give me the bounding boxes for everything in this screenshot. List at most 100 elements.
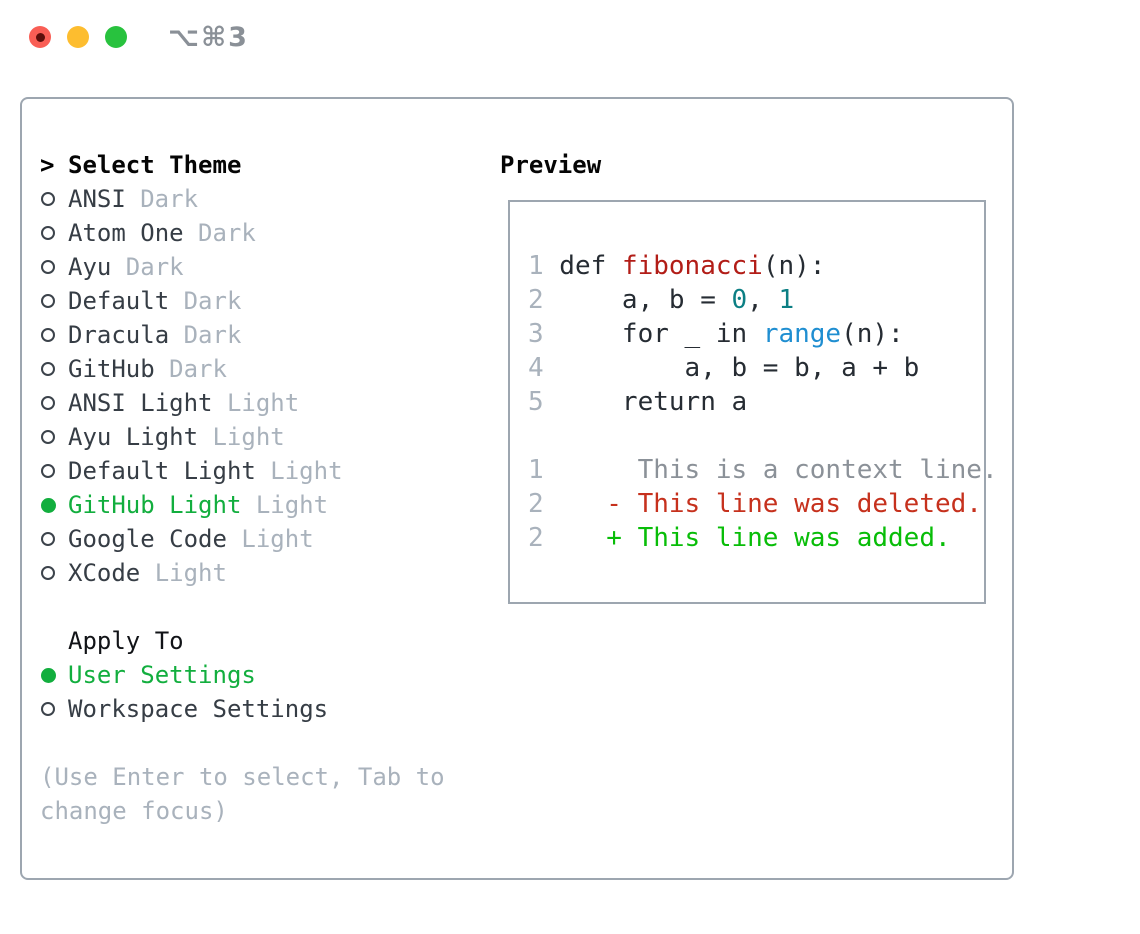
minimize-button[interactable] (67, 26, 89, 48)
theme-name: Atom One (68, 219, 184, 247)
theme-variant: Dark (125, 253, 184, 281)
radio-icon (41, 464, 55, 478)
hint-text-line-2: change focus) (40, 797, 228, 825)
line-number: 2 (528, 523, 544, 553)
preview-line: 3 for _ in range(n): (528, 317, 980, 351)
radio-icon (41, 362, 55, 376)
apply-option-label: Workspace Settings (68, 695, 329, 723)
theme-variant: Light (154, 559, 227, 587)
theme-variant: Dark (183, 287, 242, 315)
theme-option-atom-one-dark[interactable]: Atom One Dark (40, 216, 500, 250)
code-token: a, b = b, a + b (543, 353, 920, 383)
apply-to-header: Apply To (40, 624, 500, 658)
theme-variant: Dark (198, 219, 256, 247)
code-token: range (762, 319, 842, 349)
window-title: ⌥⌘3 (168, 22, 249, 53)
theme-variant: Light (226, 389, 300, 417)
preview-line: 2 + This line was added. (528, 521, 980, 555)
theme-variant: Dark (140, 185, 199, 213)
close-button[interactable] (29, 26, 51, 48)
line-number: 1 (528, 455, 544, 485)
radio-icon (41, 566, 55, 580)
code-token: fibonacci (621, 251, 763, 281)
theme-option-ansi-light[interactable]: ANSI Light Light (40, 386, 500, 420)
theme-variant: Light (241, 525, 314, 553)
code-token: a, b = (543, 285, 732, 315)
line-number: 1 (528, 251, 544, 281)
code-token: 1 (778, 285, 795, 315)
code-token: return a (543, 387, 748, 417)
theme-name: Dracula (68, 321, 170, 349)
theme-option-github-dark[interactable]: GitHub Dark (40, 352, 500, 386)
theme-name: GitHub (68, 355, 155, 383)
traffic-lights (29, 26, 127, 48)
code-token: This is a context line. (543, 455, 998, 485)
preview-line: 1 def fibonacci(n): (528, 249, 980, 283)
preview-title: Preview (500, 151, 602, 179)
radio-icon (41, 192, 55, 206)
code-token: , (747, 285, 779, 315)
apply-to-title: Apply To (68, 627, 184, 655)
theme-name: Default (68, 287, 170, 315)
theme-option-google-code-light[interactable]: Google Code Light (40, 522, 500, 556)
code-token: (n): (841, 319, 904, 349)
spacer (40, 590, 500, 624)
apply-option-user-settings[interactable]: User Settings (40, 658, 500, 692)
radio-selected-icon (41, 497, 56, 513)
apply-option-workspace-settings[interactable]: Workspace Settings (40, 692, 500, 726)
theme-name: Google Code (68, 525, 227, 553)
theme-name: GitHub Light (68, 491, 242, 519)
preview-line: 1 This is a context line. (528, 453, 998, 487)
code-token: def (543, 251, 622, 281)
theme-option-ayu-light[interactable]: Ayu Light Light (40, 420, 500, 454)
theme-option-ansi-dark[interactable]: ANSI Dark (40, 182, 500, 216)
preview-line: 2 - This line was deleted. (528, 487, 982, 521)
radio-icon (41, 702, 55, 716)
theme-name: ANSI Light (68, 389, 213, 417)
code-token: (n): (762, 251, 826, 281)
radio-icon (41, 328, 55, 342)
hint-text-line-1: (Use Enter to select, Tab to (40, 763, 445, 791)
radio-selected-icon (41, 667, 56, 683)
preview-blank-line (528, 419, 980, 453)
theme-option-default-dark[interactable]: Default Dark (40, 284, 500, 318)
select-theme-title: Select Theme (68, 151, 242, 179)
preview-line: 2 a, b = 0, 1 (528, 283, 980, 317)
line-number: 4 (528, 353, 544, 383)
radio-icon (41, 294, 55, 308)
theme-name: XCode (68, 559, 141, 587)
titlebar: ⌥⌘3 (0, 0, 1140, 76)
theme-option-xcode-light[interactable]: XCode Light (40, 556, 500, 590)
theme-option-github-light[interactable]: GitHub Light Light (40, 488, 500, 522)
focus-indicator-icon: > (40, 151, 55, 179)
spacer (40, 726, 500, 760)
theme-variant: Light (255, 491, 329, 519)
radio-icon (41, 532, 55, 546)
radio-icon (41, 396, 55, 410)
theme-name: Ayu Light (68, 423, 199, 451)
line-number: 3 (528, 319, 544, 349)
theme-name: Ayu (68, 253, 112, 281)
preview-line: 5 return a (528, 385, 980, 419)
theme-name: ANSI (68, 185, 126, 213)
radio-icon (41, 226, 55, 240)
theme-variant: Dark (169, 355, 227, 383)
code-token: + This line was added. (543, 523, 951, 553)
code-token: for _ in (543, 319, 763, 349)
theme-variant: Light (212, 423, 285, 451)
code-token: - This line was deleted. (543, 489, 982, 519)
zoom-button[interactable] (105, 26, 127, 48)
preview-line: 4 a, b = b, a + b (528, 351, 980, 385)
line-number: 5 (528, 387, 544, 417)
line-number: 2 (528, 489, 544, 519)
theme-option-ayu-dark[interactable]: Ayu Dark (40, 250, 500, 284)
